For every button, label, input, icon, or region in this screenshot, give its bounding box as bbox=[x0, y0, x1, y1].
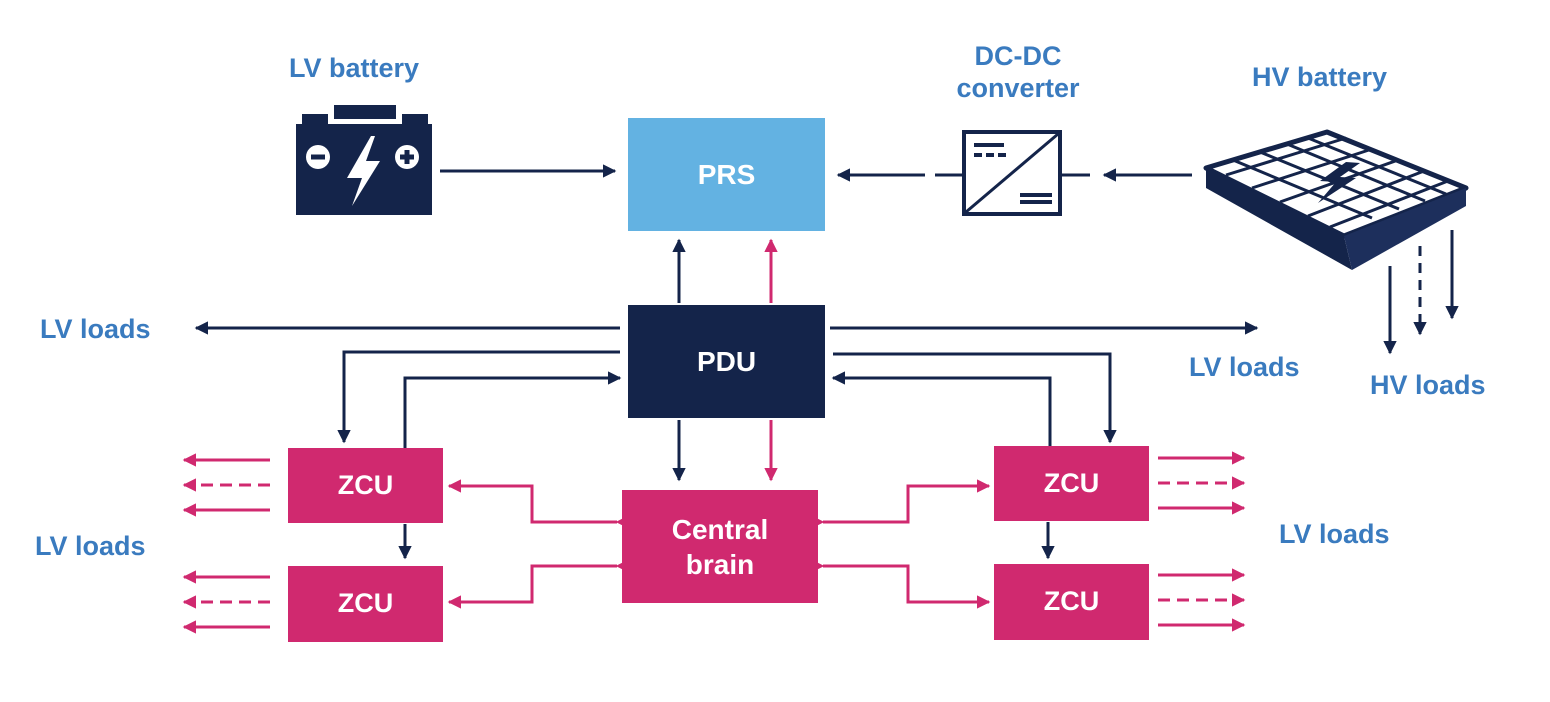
prs-block: PRS bbox=[628, 118, 825, 231]
lv-loads-right-bottom-label: LV loads bbox=[1279, 519, 1390, 549]
zcu-bottom-left-block: ZCU bbox=[288, 566, 443, 642]
zcu-top-right-to-pdu-wire bbox=[831, 371, 1052, 447]
hv-loads-label: HV loads bbox=[1370, 370, 1486, 400]
central-brain-to-zcu-br-wire bbox=[810, 559, 991, 609]
pdu-to-zcu-top-right-wire bbox=[833, 352, 1117, 444]
dc-dc-converter-label: DC-DC converter bbox=[956, 41, 1080, 104]
zcu-top-left-to-pdu-wire bbox=[403, 371, 622, 449]
car-battery-icon bbox=[296, 105, 432, 215]
dc-dc-converter-icon bbox=[935, 130, 1090, 216]
lv-loads-left-bottom-label: LV loads bbox=[35, 531, 146, 561]
zcu-top-left-block: ZCU bbox=[288, 448, 443, 523]
pdu-to-zcu-top-left-wire bbox=[337, 350, 620, 444]
hv-battery-label: HV battery bbox=[1252, 62, 1388, 92]
central-brain-to-zcu-tl-wire bbox=[447, 479, 630, 529]
central-brain-to-zcu-bl-wire bbox=[447, 559, 630, 609]
central-brain-to-zcu-tr-wire bbox=[810, 479, 991, 529]
pdu-block: PDU bbox=[628, 305, 825, 418]
lv-loads-right-mid-label: LV loads bbox=[1189, 352, 1300, 382]
zcu-top-right-block: ZCU bbox=[994, 446, 1149, 521]
central-brain-block: Central brain bbox=[622, 490, 818, 603]
lv-battery-label: LV battery bbox=[289, 53, 420, 83]
lv-loads-left-top-label: LV loads bbox=[40, 314, 151, 344]
hv-battery-pack-icon bbox=[1203, 129, 1469, 270]
zcu-bottom-right-block: ZCU bbox=[994, 564, 1149, 640]
